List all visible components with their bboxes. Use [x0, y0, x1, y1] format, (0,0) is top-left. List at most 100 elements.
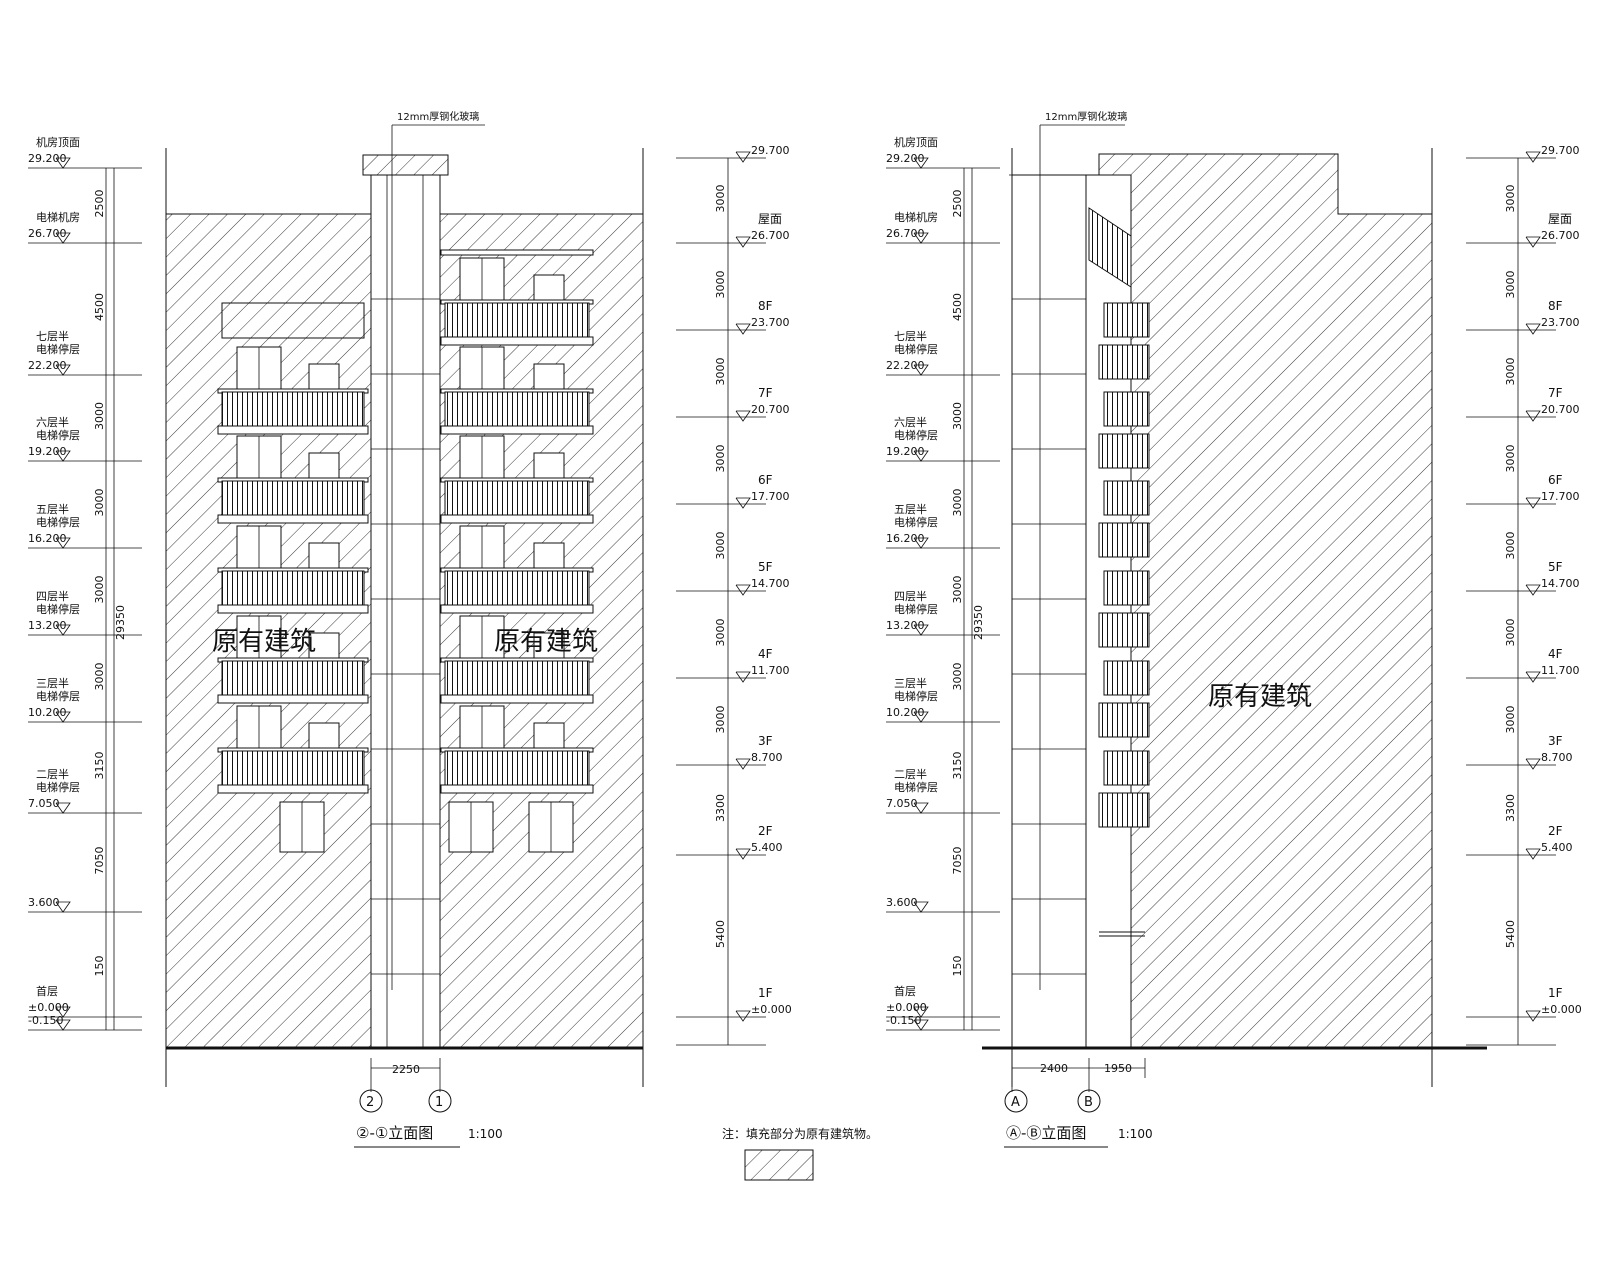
level-name: 4F [1548, 647, 1563, 661]
level-elevation: 17.700 [1541, 490, 1580, 503]
total-dimension: 29350 [114, 605, 127, 640]
level-elevation: 17.700 [751, 490, 790, 503]
level-name: 8F [758, 299, 773, 313]
balcony-railing [221, 480, 365, 516]
glass-elevator-shaft [370, 174, 441, 1048]
level-elevation: 23.700 [1541, 316, 1580, 329]
balcony-door [308, 632, 340, 661]
level-name: 六层半 [894, 415, 927, 429]
elevation-title: Ⓐ-Ⓑ立面图 [1006, 1124, 1086, 1142]
side-balcony-railing [1098, 522, 1150, 558]
level-elevation: 13.200 [28, 619, 67, 632]
level-dimension: 3000 [1504, 706, 1517, 734]
level-elevation: 8.700 [751, 751, 783, 764]
balcony-railing [221, 660, 365, 696]
roof-coping [440, 249, 594, 256]
level-elevation: 7.050 [886, 797, 918, 810]
level-name: 机房顶面 [36, 135, 80, 149]
balcony-railing [444, 391, 590, 427]
level-dimension: 3000 [1504, 271, 1517, 299]
existing-building-label: 原有建筑 [212, 627, 316, 657]
level-name: 电梯停层 [894, 780, 938, 794]
level-elevation: 14.700 [1541, 577, 1580, 590]
level-name: 电梯停层 [36, 689, 80, 703]
axis-label: 1 [435, 1095, 443, 1110]
level-name: 1F [758, 986, 773, 1000]
balcony-railing [221, 391, 365, 427]
level-elevation: ±0.000 [28, 1001, 69, 1014]
width-dimension: 2250 [392, 1063, 420, 1076]
level-name: 2F [1548, 824, 1563, 838]
level-name: 电梯停层 [894, 689, 938, 703]
level-dimension: 3000 [1504, 532, 1517, 560]
level-elevation: 20.700 [1541, 403, 1580, 416]
level-elevation: 22.200 [28, 359, 67, 372]
balcony-railing [444, 660, 590, 696]
total-dimension: 29350 [972, 605, 985, 640]
level-elevation: 16.200 [28, 532, 67, 545]
level-elevation: 29.200 [886, 152, 925, 165]
level-name: 屋面 [1548, 212, 1572, 226]
level-name: 电梯机房 [36, 210, 80, 224]
level-dimension: 4500 [93, 293, 106, 321]
level-dimension: 3150 [93, 752, 106, 780]
balcony-door [533, 274, 565, 303]
axis-bubble [359, 1089, 383, 1113]
balcony-slab [217, 604, 369, 614]
axis-label: A [1011, 1095, 1020, 1110]
level-name: 三层半 [894, 676, 927, 690]
side-balcony-railing [1103, 302, 1150, 338]
elevation-2-1: 原有建筑 原有建筑 12mm厚钢化玻璃 2250 2 1 ②-①立面图 1:10… [165, 110, 644, 1148]
balcony-door [308, 542, 340, 571]
elevation-scale: 1:100 [468, 1127, 503, 1141]
level-name: 七层半 [36, 329, 69, 343]
level-name: 六层半 [36, 415, 69, 429]
balcony-slab [440, 425, 594, 435]
side-balcony-railing [1103, 660, 1150, 696]
level-name: 七层半 [894, 329, 927, 343]
level-name: 7F [758, 386, 773, 400]
balcony-door [533, 363, 565, 392]
level-dimension: 7050 [93, 847, 106, 875]
balcony-door [308, 363, 340, 392]
level-dimension: 3150 [951, 752, 964, 780]
level-elevation: 10.200 [886, 706, 925, 719]
side-balcony-railing [1098, 792, 1150, 828]
level-dimension: 3000 [714, 185, 727, 213]
level-dimension: 3000 [714, 445, 727, 473]
left-level-marks-elev2: 机房顶面29.2002500电梯机房26.7004500七层半电梯停层22.20… [886, 135, 1000, 1031]
left-balcony-stack [217, 302, 369, 794]
balcony-door [533, 542, 565, 571]
level-dimension: 3000 [951, 663, 964, 691]
level-elevation: ±0.000 [751, 1003, 792, 1016]
level-dimension: 3000 [93, 663, 106, 691]
balcony-door [308, 722, 340, 751]
balcony-railing [221, 570, 365, 606]
left-level-marks-elev1: 机房顶面29.2002500电梯机房26.7004500七层半电梯停层22.20… [28, 135, 142, 1031]
level-name: 1F [1548, 986, 1563, 1000]
level-dimension: 2500 [93, 190, 106, 218]
side-balcony-railing [1098, 612, 1150, 648]
level-elevation: 29.200 [28, 152, 67, 165]
level-elevation: 3.600 [886, 896, 918, 909]
level-name: 6F [1548, 473, 1563, 487]
level-name: 8F [1548, 299, 1563, 313]
level-name: 电梯停层 [894, 342, 938, 356]
balcony-door [533, 452, 565, 481]
level-name: 5F [1548, 560, 1563, 574]
level-dimension: 3000 [714, 532, 727, 560]
level-name: 二层半 [36, 767, 69, 781]
elevation-scale: 1:100 [1118, 1127, 1153, 1141]
level-name: 屋面 [758, 212, 782, 226]
level-elevation: 5.400 [1541, 841, 1573, 854]
side-balcony-railing [1103, 570, 1150, 606]
balcony-slab [440, 336, 594, 346]
level-dimension: 150 [951, 956, 964, 977]
level-elevation: 26.700 [886, 227, 925, 240]
level-elevation: 10.200 [28, 706, 67, 719]
level-elevation: 20.700 [751, 403, 790, 416]
level-name: 机房顶面 [894, 135, 938, 149]
level-elevation: 19.200 [886, 445, 925, 458]
side-balcony-stack [1098, 302, 1150, 828]
level-dimension: 3000 [93, 576, 106, 604]
